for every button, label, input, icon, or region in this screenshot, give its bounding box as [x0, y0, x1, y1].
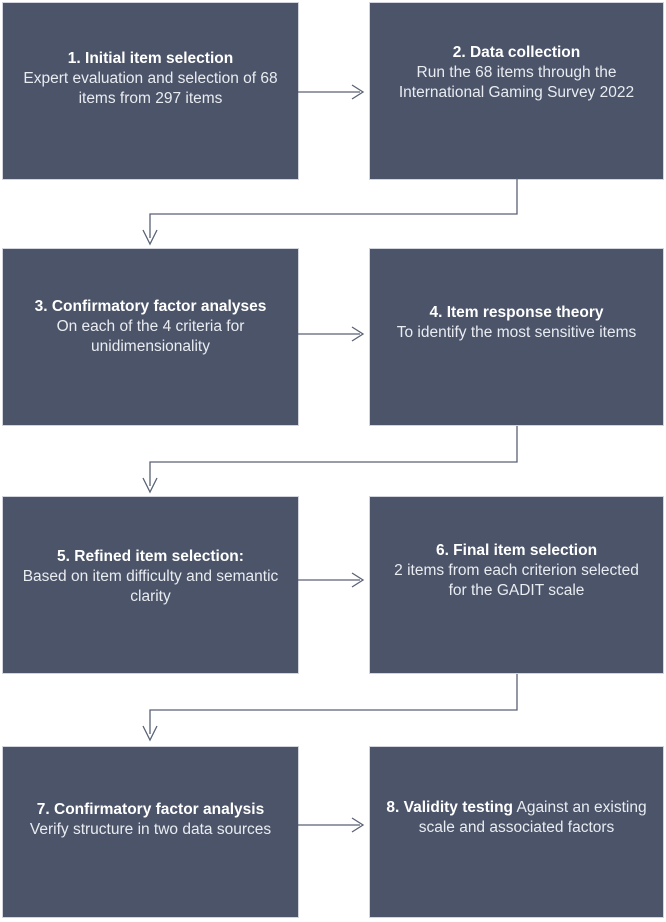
flow-node-title: 4. Item response theory [429, 303, 604, 321]
flow-node-combined: 8. Validity testing Against an existing … [384, 798, 649, 838]
flow-node-body: On each of the 4 criteria for unidimensi… [56, 317, 245, 356]
connector-arrow-2-to-3 [142, 178, 532, 250]
flow-node-body: Against an existing scale and associated… [418, 798, 647, 836]
connector-arrow-6-to-7 [142, 674, 532, 750]
flow-node-title: 2. Data collection [452, 43, 581, 61]
flow-node-body: Based on item difficulty and semantic cl… [22, 567, 279, 606]
flow-node-title: 8. Validity testing [386, 798, 514, 816]
connector-arrow-1-to-2 [298, 80, 370, 104]
connector-arrow-5-to-6 [298, 568, 370, 592]
flow-node-body: Verify structure in two data sources [29, 821, 272, 838]
flow-node-step-6[interactable]: 6. Final item selection 2 items from eac… [369, 496, 664, 674]
flow-node-step-7[interactable]: 7. Confirmatory factor analysis Verify s… [2, 746, 299, 918]
flow-node-title: 1. Initial item selection [67, 49, 234, 67]
connector-arrow-7-to-8 [298, 813, 370, 837]
flow-node-body: Expert evaluation and selection of 68 it… [23, 69, 278, 108]
flow-node-title: 6. Final item selection [435, 541, 598, 559]
flow-node-step-1[interactable]: 1. Initial item selection Expert evaluat… [2, 2, 299, 180]
flow-node-title: 7. Confirmatory factor analysis [36, 800, 265, 818]
flow-node-step-8[interactable]: 8. Validity testing Against an existing … [369, 746, 664, 918]
flow-node-title: 3. Confirmatory factor analyses [34, 297, 267, 315]
flow-node-step-4[interactable]: 4. Item response theory To identify the … [369, 248, 664, 426]
flow-node-body: Run the 68 items through the Internation… [398, 63, 635, 102]
flow-node-title: 5. Refined item selection: [57, 547, 244, 565]
flow-node-body: To identify the most sensitive items [396, 324, 637, 341]
connector-arrow-4-to-5 [142, 426, 532, 502]
flow-node-step-5[interactable]: 5. Refined item selection: Based on item… [2, 496, 299, 674]
flow-node-step-2[interactable]: 2. Data collection Run the 68 items thro… [369, 2, 664, 180]
connector-arrow-3-to-4 [298, 322, 370, 346]
flow-node-body: 2 items from each criterion selected for… [394, 561, 639, 600]
flow-node-step-3[interactable]: 3. Confirmatory factor analyses On each … [2, 248, 299, 426]
